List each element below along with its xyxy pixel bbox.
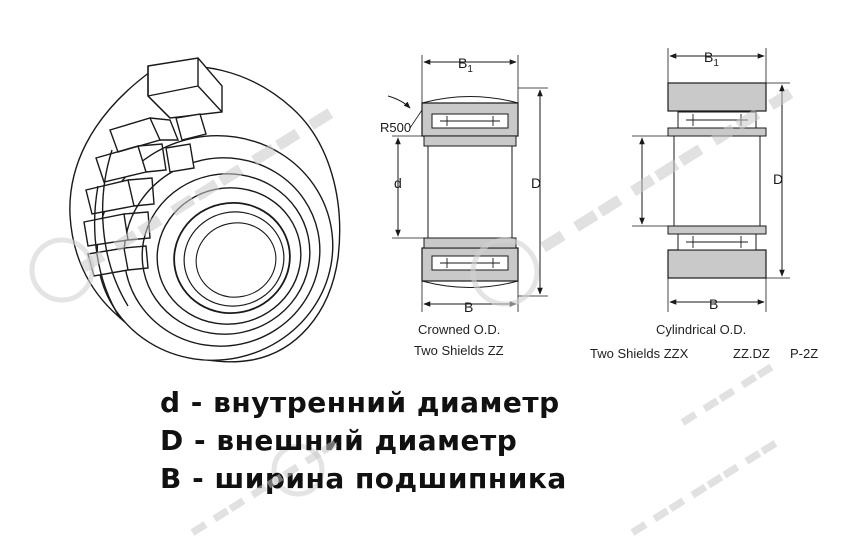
- b-label: B: [464, 299, 473, 315]
- inner-ring-bottom: [667, 225, 767, 235]
- caption-cylindrical-line1: Cylindrical O.D.: [656, 322, 746, 337]
- legend-line-B: B - ширина подшипника: [160, 462, 567, 495]
- caption-crowned-line2: Two Shields ZZ: [414, 343, 504, 358]
- d-inner-label: d: [394, 175, 402, 191]
- bearing-3d-illustration: [69, 57, 341, 363]
- crowned-od-section: [387, 55, 548, 312]
- caption-cylindrical-suffix1: ZZ.DZ: [733, 346, 770, 361]
- d-outer-label: D: [531, 175, 541, 191]
- caption-cylindrical-line2: Two Shields ZZX: [590, 346, 689, 361]
- outer-ring-bottom: [667, 249, 767, 279]
- watermark-logos: [29, 237, 540, 497]
- outer-ring-top: [667, 82, 767, 112]
- r500-label: R500: [380, 120, 411, 135]
- legend-line-d: d - внутренний диаметр: [160, 386, 560, 419]
- legend-line-D: D - внешний диаметр: [160, 424, 518, 457]
- caption-cylindrical-suffix2: P-2Z: [790, 346, 818, 361]
- b-label-right: B: [709, 296, 718, 312]
- inner-ring-top: [667, 127, 767, 137]
- inner-ring-top: [423, 135, 517, 147]
- d-outer-label-right: D: [773, 171, 783, 187]
- cylindrical-od-section: [632, 48, 790, 312]
- caption-crowned-line1: Crowned O.D.: [418, 322, 500, 337]
- b1-label-right: B1: [704, 49, 719, 69]
- b1-label: B1: [458, 55, 473, 75]
